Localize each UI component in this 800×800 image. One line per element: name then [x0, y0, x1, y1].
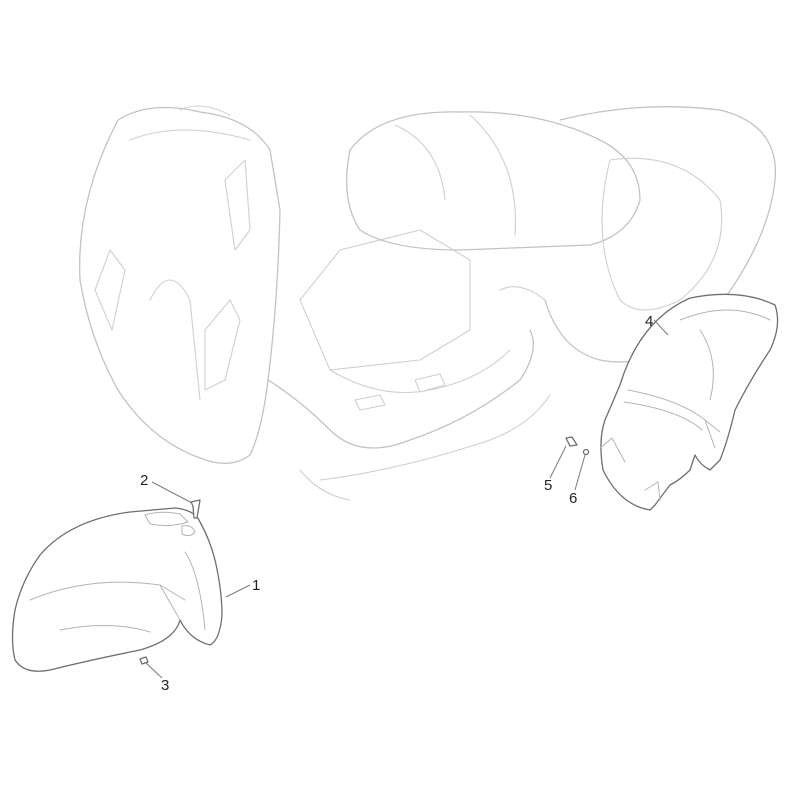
callout-6: 6	[569, 490, 578, 507]
front-mudguard	[11, 507, 223, 672]
rear-mudguard	[599, 293, 779, 511]
callout-3: 3	[161, 677, 170, 694]
front-mudguard-clip-nut	[139, 656, 149, 665]
rear-mudguard-washer	[582, 448, 590, 456]
callout-5: 5	[544, 477, 553, 494]
callout-1: 1	[252, 577, 261, 594]
callout-leaders	[144, 319, 669, 679]
callout-2: 2	[140, 472, 149, 489]
front-mudguard-screw	[190, 499, 201, 519]
scooter-body-ghost	[79, 105, 777, 501]
callout-4: 4	[645, 313, 654, 330]
rear-mudguard-screw	[565, 436, 578, 447]
